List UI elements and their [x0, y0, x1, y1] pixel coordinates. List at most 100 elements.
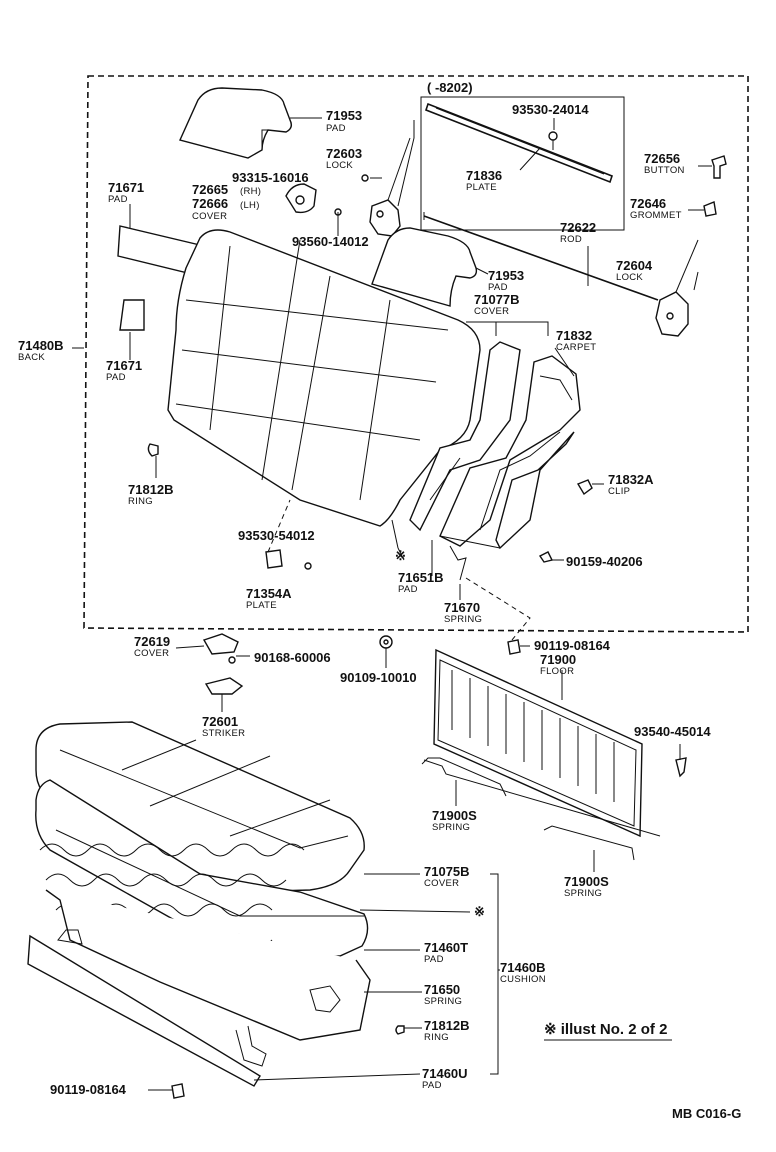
label-71460b: 71460B CUSHION [500, 960, 546, 985]
label-71650: 71650 SPRING [424, 982, 462, 1007]
label-71953b: 71953 PAD [488, 268, 524, 293]
label-71460u: 71460U PAD [422, 1066, 468, 1091]
svg-text:CARPET: CARPET [556, 342, 596, 353]
label-72665: 72665 (RH) 72666 (LH) COVER [192, 182, 261, 222]
grommet-72646 [703, 201, 717, 217]
pad-71671-square [119, 299, 145, 331]
pad-71953-mid [371, 227, 478, 307]
label-90159: 90159-40206 [566, 554, 643, 569]
label-90119a: 90119-08164 [534, 638, 611, 653]
svg-text:CUSHION: CUSHION [500, 974, 546, 985]
label-71900sa: 71900S SPRING [432, 808, 477, 833]
svg-text:71953: 71953 [326, 108, 362, 123]
svg-text:PLATE: PLATE [246, 600, 277, 611]
cover-71077b [409, 341, 521, 532]
svg-text:71354A: 71354A [246, 586, 292, 601]
svg-text:72619: 72619 [134, 634, 170, 649]
svg-text:BUTTON: BUTTON [644, 165, 685, 176]
label-71651b: 71651B PAD [398, 570, 444, 595]
label-72604: 72604 LOCK [616, 258, 653, 283]
cushion-spring-71650 [39, 843, 305, 857]
cover-72619 [202, 633, 239, 655]
svg-text:93540-45014: 93540-45014 [634, 724, 711, 739]
spring-71900s-right [543, 825, 635, 861]
label-71836: 71836 PLATE [466, 168, 502, 193]
label-93560: 93560-14012 [292, 234, 369, 249]
label-72622: 72622 ROD [560, 220, 596, 245]
cushion-pad-71460t [35, 779, 369, 959]
label-72619: 72619 COVER [134, 634, 170, 659]
screw-90159 [538, 551, 554, 563]
svg-text:72665: 72665 [192, 182, 228, 197]
svg-text:GROMMET: GROMMET [630, 210, 682, 221]
bolt-90119-upper [507, 639, 521, 655]
svg-text:PAD: PAD [106, 372, 126, 383]
svg-text:SPRING: SPRING [432, 822, 470, 833]
svg-text:71671: 71671 [108, 180, 144, 195]
label-90109: 90109-10010 [340, 670, 417, 685]
date-range-label: ( -8202) [427, 80, 473, 95]
svg-text:SPRING: SPRING [424, 996, 462, 1007]
svg-text:71900S: 71900S [564, 874, 609, 889]
svg-text:COVER: COVER [134, 648, 169, 659]
label-71812ba: 71812B RING [128, 482, 174, 507]
clip-71832a [576, 479, 593, 496]
label-71354a: 71354A PLATE [246, 586, 292, 611]
svg-text:COVER: COVER [474, 306, 509, 317]
label-71460t: 71460T PAD [424, 940, 468, 965]
svg-text:PAD: PAD [108, 194, 128, 205]
label-72646: 72646 GROMMET [630, 196, 682, 221]
svg-text:71953: 71953 [488, 268, 524, 283]
svg-text:90159-40206: 90159-40206 [566, 554, 643, 569]
link-dashed-back-floor [465, 577, 531, 641]
svg-text:COVER: COVER [424, 878, 459, 889]
svg-text:72666: 72666 [192, 196, 228, 211]
svg-text:PLATE: PLATE [466, 182, 497, 193]
svg-text:RING: RING [424, 1032, 449, 1043]
svg-text:71460B: 71460B [500, 960, 546, 975]
plate-71354a [265, 549, 283, 569]
svg-text:71900: 71900 [540, 652, 576, 667]
svg-text:71812B: 71812B [128, 482, 174, 497]
svg-text:90168-60006: 90168-60006 [254, 650, 331, 665]
illustration-note: ※ illust No. 2 of 2 [544, 1021, 667, 1038]
svg-text:71671: 71671 [106, 358, 142, 373]
svg-text:(LH): (LH) [240, 200, 260, 211]
asterisk-cushion: ※ [474, 904, 485, 919]
pad-71953-top [179, 87, 293, 159]
label-93540: 93540-45014 [634, 724, 711, 739]
svg-text:71480B: 71480B [18, 338, 64, 353]
svg-text:ROD: ROD [560, 234, 582, 245]
svg-text:72601: 72601 [202, 714, 238, 729]
svg-text:71077B: 71077B [474, 292, 520, 307]
cushion-frame [45, 889, 371, 1041]
label-72656: 72656 BUTTON [644, 151, 685, 176]
figure-code: MB C016-G [672, 1106, 741, 1121]
label-72603: 72603 LOCK [326, 146, 362, 171]
label-71480b: 71480B BACK [18, 338, 64, 363]
ring-71812b-lower [395, 1025, 405, 1035]
label-71832a: 71832A CLIP [608, 472, 654, 497]
svg-text:STRIKER: STRIKER [202, 728, 245, 739]
svg-text:PAD: PAD [326, 123, 346, 134]
plate-71836-rail [425, 102, 613, 184]
label-71832: 71832 CARPET [556, 328, 596, 353]
label-71671a: 71671 PAD [108, 180, 144, 205]
svg-text:72646: 72646 [630, 196, 666, 211]
leader-lines [72, 117, 712, 1091]
svg-text:PAD: PAD [422, 1080, 442, 1091]
label-90168: 90168-60006 [254, 650, 331, 665]
svg-text:71460U: 71460U [422, 1066, 468, 1081]
svg-text:72604: 72604 [616, 258, 653, 273]
label-93530a: 93530-24014 [512, 102, 589, 117]
svg-text:93315-16016: 93315-16016 [232, 170, 309, 185]
label-90119b: 90119-08164 [50, 1082, 127, 1097]
label-71075b: 71075B COVER [424, 864, 470, 889]
svg-text:FLOOR: FLOOR [540, 666, 574, 677]
back-assembly-frame [83, 75, 749, 633]
svg-text:PAD: PAD [398, 584, 418, 595]
pad-71651b [391, 519, 399, 549]
svg-text:93530-54012: 93530-54012 [238, 528, 315, 543]
svg-text:BACK: BACK [18, 352, 45, 363]
